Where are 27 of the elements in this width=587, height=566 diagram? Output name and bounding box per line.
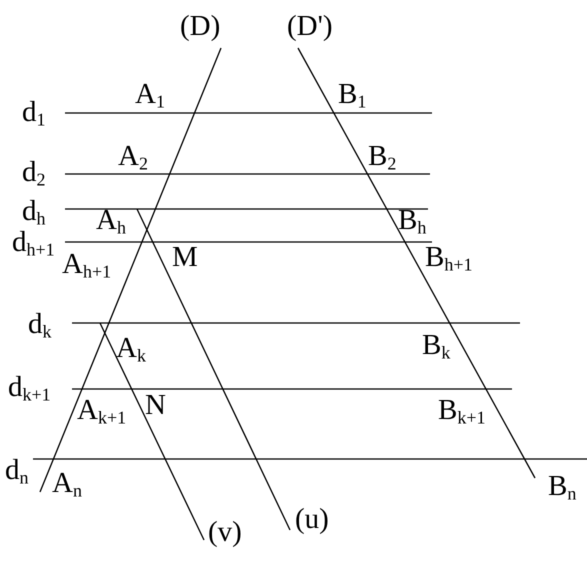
point-label: B$_{n}$ [548,472,576,502]
point-label: B$_{k}$ [422,331,450,362]
point-label: A$_{h+1}$ [62,250,112,280]
point-label: A$_{k+1}$ [77,396,126,426]
point-label: M [172,243,198,272]
line-label: d$_{k+1}$ [8,373,51,404]
line-label: (D') [287,12,332,41]
line-label: (v) [208,518,242,547]
point-label: B$_{k+1}$ [438,396,486,426]
point-label: A$_{2}$ [118,142,148,172]
line-label: d$_{2}$ [22,158,46,188]
line-label: d$_{h+1}$ [12,228,55,258]
point-label: A$_{k}$ [116,334,146,364]
line-label: d$_{h}$ [22,197,46,228]
point-label: B$_{h+1}$ [425,243,472,274]
point-label: B$_{2}$ [368,142,396,172]
point-label: A$_{h}$ [96,206,126,236]
point-label: B$_{h}$ [398,206,426,236]
line-label: d$_{1}$ [22,98,46,128]
line-label: d$_{n}$ [5,456,28,486]
line-label: (u) [295,505,329,534]
line-label: (D) [180,12,220,41]
point-label: A$_{1}$ [135,80,165,110]
point-label: A$_{n}$ [52,469,82,500]
line-label: d$_{k}$ [28,310,52,340]
point-label: B$_{1}$ [338,80,366,110]
point-label: N [145,391,166,420]
